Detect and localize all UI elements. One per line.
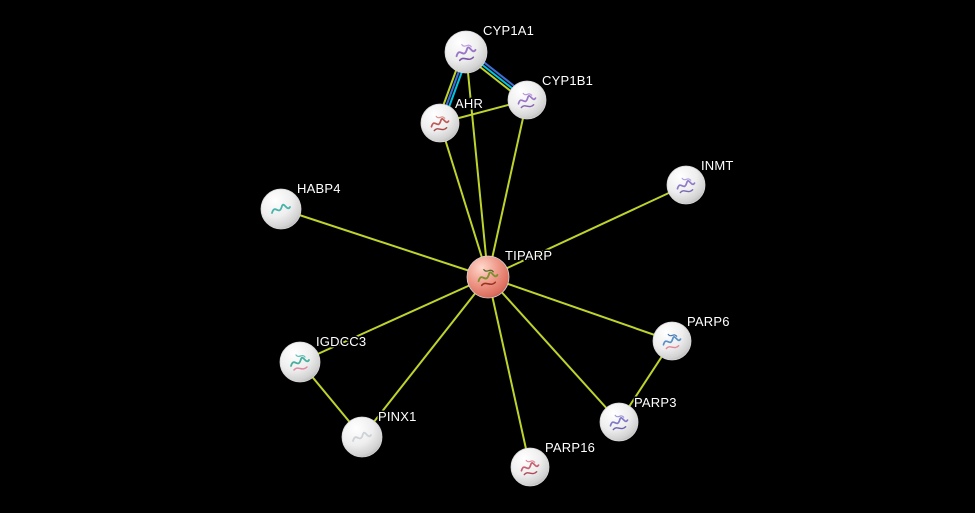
protein-label-CYP1B1: CYP1B1: [542, 73, 593, 88]
protein-structure-glyph: [520, 104, 535, 109]
protein-structure-glyph: [679, 189, 694, 194]
protein-node-AHR[interactable]: AHR: [420, 95, 484, 143]
protein-structure-glyph: [614, 414, 625, 418]
protein-structure-glyph: [681, 177, 692, 181]
protein-structure-glyph: [676, 180, 696, 190]
protein-structure-glyph: [520, 462, 540, 472]
protein-structure-glyph: [480, 281, 497, 287]
interaction-edge-TIPARP-INMT[interactable]: [487, 184, 687, 278]
protein-structure-glyph: [271, 203, 291, 214]
interaction-edge-TIPARP-PARP3[interactable]: [487, 276, 620, 423]
protein-label-PARP16: PARP16: [545, 440, 595, 455]
protein-node-CYP1B1[interactable]: CYP1B1: [507, 72, 594, 120]
protein-structure-glyph: [295, 354, 306, 358]
protein-node-CYP1A1[interactable]: CYP1A1: [444, 22, 535, 74]
protein-label-PARP6: PARP6: [687, 314, 730, 329]
interaction-edge-TIPARP-HABP4[interactable]: [280, 208, 489, 278]
protein-structure-glyph: [609, 417, 629, 427]
protein-structure-glyph: [665, 345, 680, 350]
interaction-edge-TIPARP-AHR[interactable]: [439, 122, 489, 278]
protein-node-PARP3[interactable]: PARP3: [599, 394, 678, 442]
protein-label-PARP3: PARP3: [634, 395, 677, 410]
protein-label-HABP4: HABP4: [297, 181, 341, 196]
protein-structure-glyph: [523, 471, 538, 476]
protein-label-TIPARP: TIPARP: [505, 248, 552, 263]
protein-structure-glyph: [522, 92, 533, 96]
protein-label-IGDCC3: IGDCC3: [316, 334, 366, 349]
protein-structure-glyph: [477, 271, 499, 283]
interaction-edge-TIPARP-CYP1B1[interactable]: [487, 99, 528, 278]
interaction-edge-TIPARP-IGDCC3[interactable]: [299, 276, 489, 363]
protein-structure-glyph: [458, 56, 475, 62]
interaction-edge-TIPARP-PINX1[interactable]: [361, 276, 489, 438]
protein-node-TIPARP[interactable]: TIPARP: [466, 247, 554, 299]
protein-structure-glyph: [455, 46, 477, 58]
protein-node-INMT[interactable]: INMT: [666, 157, 735, 205]
protein-structure-glyph: [461, 44, 472, 48]
protein-node-HABP4[interactable]: HABP4: [260, 180, 342, 230]
protein-node-IGDCC3[interactable]: IGDCC3: [279, 333, 368, 383]
protein-node-PARP6[interactable]: PARP6: [652, 313, 731, 361]
protein-structure-glyph: [667, 333, 678, 337]
protein-structure-glyph: [435, 115, 446, 119]
protein-node-PINX1[interactable]: PINX1: [341, 408, 418, 458]
protein-structure-glyph: [293, 366, 308, 371]
protein-label-INMT: INMT: [701, 158, 734, 173]
protein-structure-glyph: [517, 95, 537, 105]
protein-structure-glyph: [483, 269, 494, 273]
protein-structure-glyph: [433, 127, 448, 132]
protein-label-PINX1: PINX1: [378, 409, 417, 424]
interaction-edge-TIPARP-PARP16[interactable]: [487, 276, 531, 468]
protein-structure-glyph: [290, 356, 310, 367]
protein-structure-glyph: [352, 431, 372, 442]
protein-label-CYP1A1: CYP1A1: [483, 23, 534, 38]
protein-structure-glyph: [612, 426, 627, 431]
protein-node-PARP16[interactable]: PARP16: [510, 439, 596, 487]
interaction-edge-TIPARP-PARP6[interactable]: [487, 276, 673, 342]
protein-label-AHR: AHR: [455, 96, 483, 111]
protein-structure-glyph: [662, 336, 682, 346]
interaction-edge-TIPARP-CYP1A1[interactable]: [465, 51, 489, 278]
protein-structure-glyph: [525, 459, 536, 463]
protein-structure-glyph: [430, 118, 450, 128]
